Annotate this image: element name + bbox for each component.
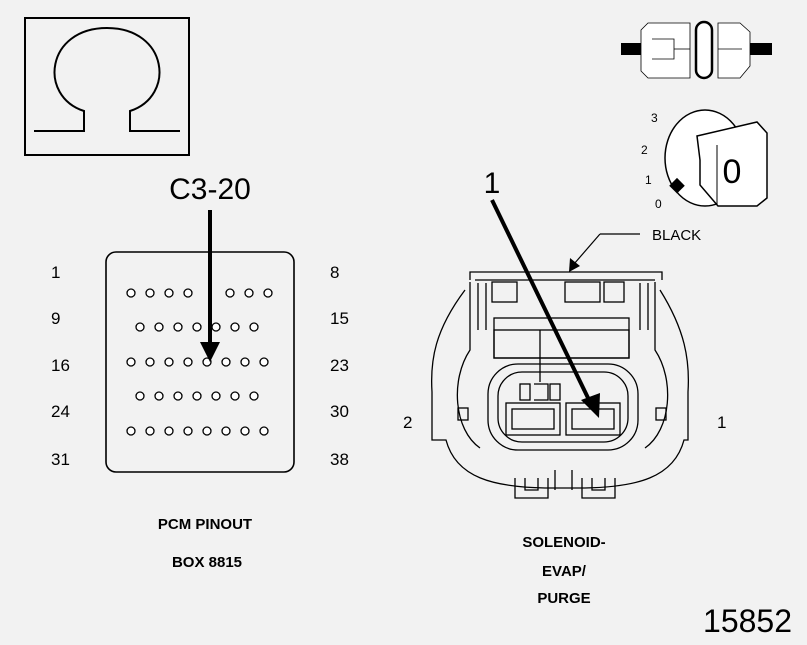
key-position-1: 1 (645, 173, 652, 187)
pcm-pin-cavity (259, 426, 269, 436)
ohm-icon (24, 17, 190, 156)
key-switch-icon (664, 109, 768, 207)
color-leader-arrow (569, 233, 640, 272)
row-label-right-30: 30 (330, 402, 349, 421)
pcm-pin-cavity (173, 322, 183, 332)
pcm-pin-cavity (154, 391, 164, 401)
pcm-pin-cavity (145, 288, 155, 298)
pcm-caption-line1: PCM PINOUT (158, 516, 252, 533)
pcm-pin-cavity (240, 357, 250, 367)
pcm-pin-cavity (183, 357, 193, 367)
pcm-pin-cavity (230, 391, 240, 401)
pcm-pin-cavity (225, 288, 235, 298)
pcm-pin-cavity (164, 288, 174, 298)
row-label-left-16: 16 (51, 356, 70, 375)
pcm-pin-cavity (145, 426, 155, 436)
connector-pin-1-label: 1 (717, 413, 726, 432)
pcm-pin-cavity (183, 288, 193, 298)
key-position-3: 3 (651, 111, 658, 125)
figure-number: 15852 (703, 603, 792, 639)
row-label-right-15: 15 (330, 309, 349, 328)
pcm-pin-grid (126, 288, 273, 436)
connector-caption-line3: PURGE (537, 590, 590, 607)
pcm-callout-label: C3-20 (169, 173, 251, 206)
pcm-pin-cavity (230, 322, 240, 332)
key-position-2: 2 (641, 143, 648, 157)
pcm-pin-cavity (145, 357, 155, 367)
pcm-pin-cavity (126, 357, 136, 367)
pcm-pinout-box (105, 251, 295, 473)
pcm-pin-cavity (211, 391, 221, 401)
key-position-0: 0 (655, 197, 662, 211)
pcm-pin-cavity (221, 426, 231, 436)
pcm-pin-cavity (211, 322, 221, 332)
pcm-callout-arrow (200, 210, 220, 362)
connector-callout-label: 1 (484, 167, 501, 200)
connector-caption-line1: SOLENOID- (522, 534, 605, 551)
pcm-pin-cavity (240, 426, 250, 436)
pcm-caption-line2: BOX 8815 (172, 554, 242, 571)
row-label-right-23: 23 (330, 356, 349, 375)
pcm-pin-cavity (164, 426, 174, 436)
fuse-icon (621, 20, 772, 80)
key-label: 0 (723, 153, 742, 191)
pcm-pin-cavity (259, 357, 269, 367)
row-label-left-31: 31 (51, 450, 70, 469)
pcm-pin-cavity (154, 322, 164, 332)
pcm-pin-cavity (183, 426, 193, 436)
pcm-pin-cavity (249, 391, 259, 401)
pcm-pin-cavity (126, 288, 136, 298)
row-label-left-1: 1 (51, 263, 60, 282)
pcm-pin-cavity (164, 357, 174, 367)
pcm-pin-cavity (126, 426, 136, 436)
connector-caption-line2: EVAP/ (542, 563, 587, 580)
pcm-pin-cavity (249, 322, 259, 332)
pcm-pin-cavity (263, 288, 273, 298)
pcm-pin-cavity (221, 357, 231, 367)
pcm-pin-cavity (192, 322, 202, 332)
row-label-right-38: 38 (330, 450, 349, 469)
pcm-pin-cavity (135, 391, 145, 401)
pcm-pin-cavity (202, 426, 212, 436)
pcm-pin-cavity (244, 288, 254, 298)
pcm-pin-cavity (192, 391, 202, 401)
row-label-left-9: 9 (51, 309, 60, 328)
row-label-left-24: 24 (51, 402, 70, 421)
solenoid-connector (430, 271, 690, 499)
connector-color-label: BLACK (652, 227, 701, 244)
pcm-pin-cavity (173, 391, 183, 401)
pcm-pin-cavity (135, 322, 145, 332)
connector-pin-2-label: 2 (403, 413, 412, 432)
connector-callout-arrow (490, 199, 600, 418)
row-label-right-8: 8 (330, 263, 339, 282)
